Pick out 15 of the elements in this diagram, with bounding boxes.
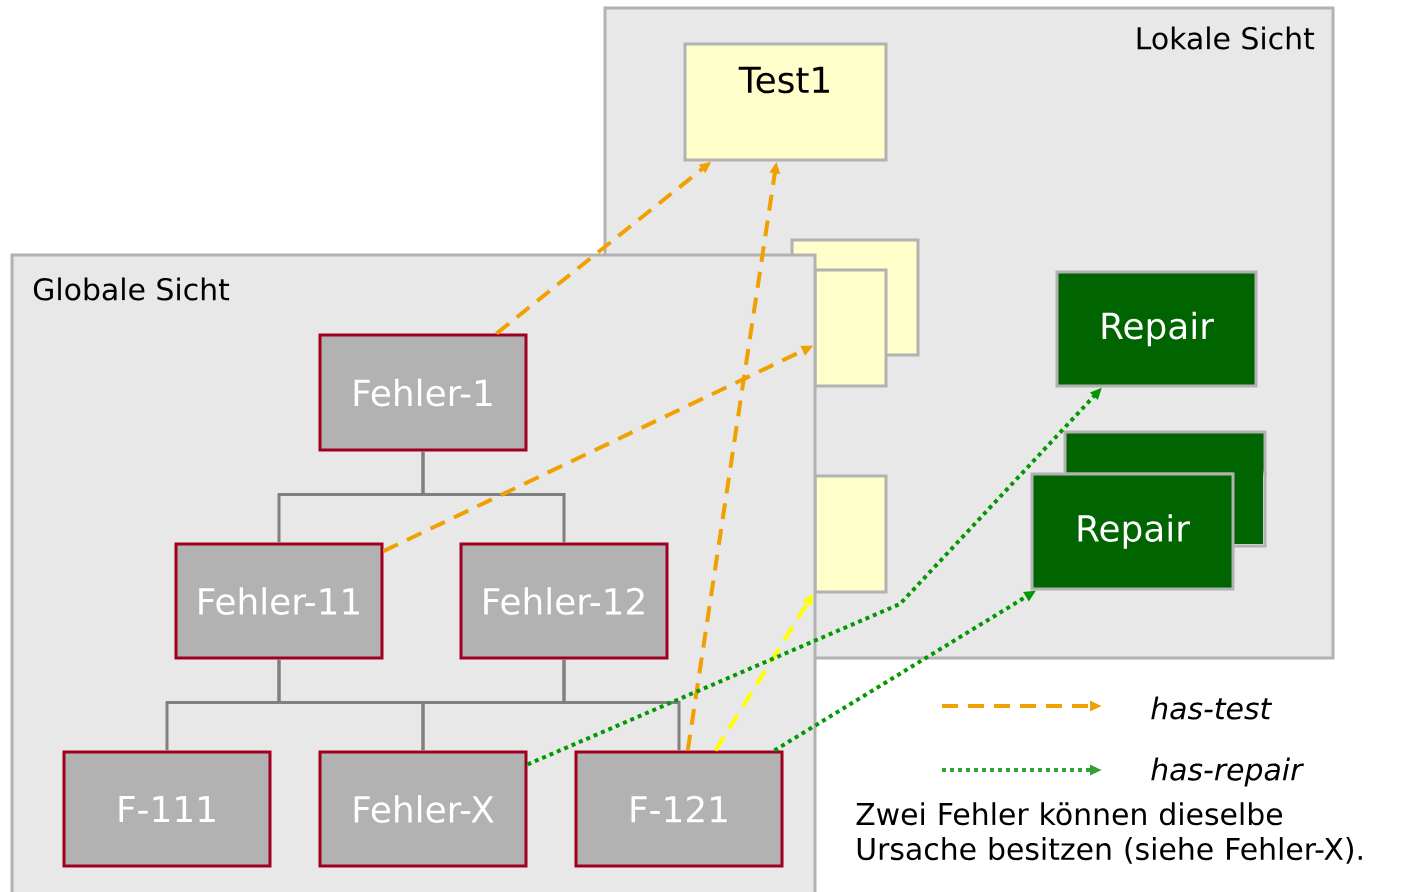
legend-label: has-test [1151, 696, 1273, 720]
panel-title: Lokale Sicht [1137, 26, 1315, 50]
note: Zwei Fehler können dieselbe Ursache besitzen (siehe Fehler-X). [856, 802, 1362, 864]
legend-label: has-repair [1151, 757, 1304, 787]
fault-box: Fehler-X [318, 750, 528, 868]
panel-title: Globale Sicht [33, 277, 230, 301]
fault-box: Fehler-1 [318, 333, 528, 452]
fault-box: Fehler-12 [459, 542, 669, 660]
fault-box: F-111 [62, 750, 272, 868]
test-box: Test1 [683, 42, 888, 162]
tree-connector [562, 659, 681, 751]
tree-connector [421, 451, 566, 543]
repair-box: Repair [1055, 270, 1258, 388]
fault-box: Fehler-11 [174, 542, 384, 660]
fault-box: F-121 [574, 750, 784, 868]
